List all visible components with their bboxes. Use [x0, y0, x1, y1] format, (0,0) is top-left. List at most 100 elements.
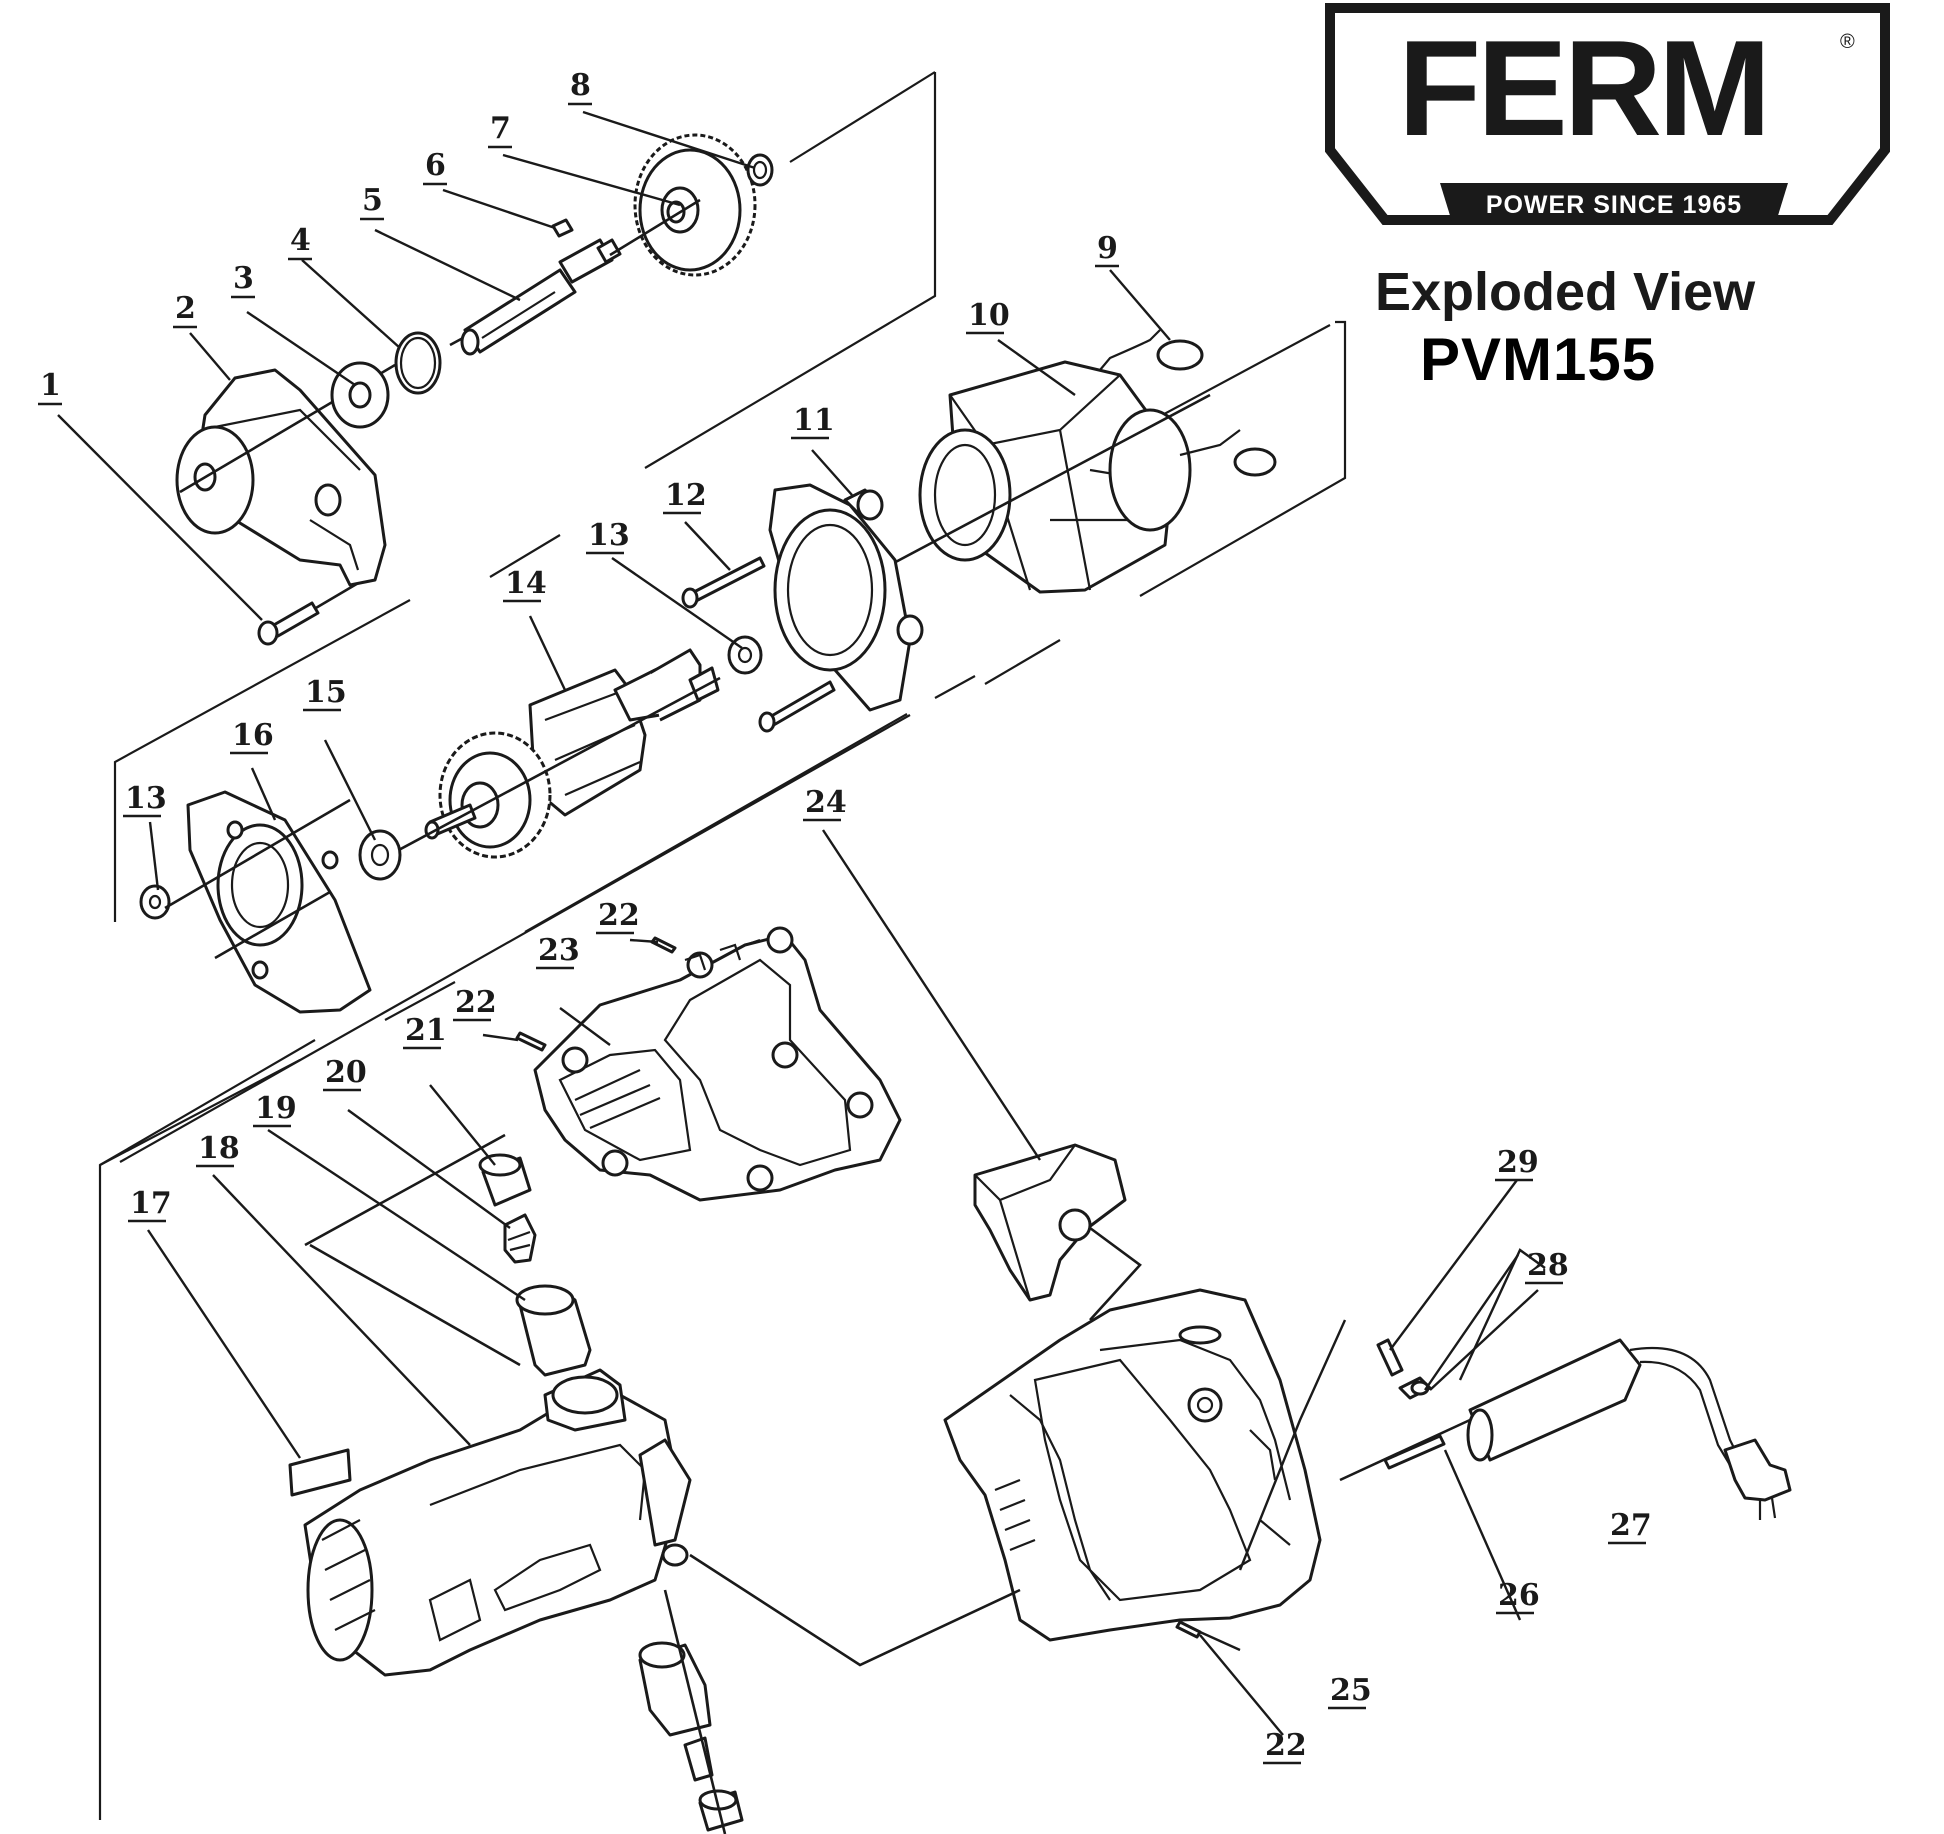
part-21-brush-cap-top — [478, 1153, 532, 1207]
part-22-screw-mid — [515, 1031, 547, 1052]
svg-text:2: 2 — [175, 291, 196, 326]
callout-19: 19 — [253, 1091, 297, 1128]
svg-text:3: 3 — [233, 261, 254, 296]
part-12-screws — [681, 556, 836, 733]
svg-text:15: 15 — [305, 675, 347, 710]
svg-text:19: 19 — [255, 1091, 297, 1126]
svg-text:13: 13 — [125, 781, 167, 816]
callout-16: 16 — [230, 718, 274, 755]
svg-text:9: 9 — [1097, 231, 1118, 266]
brush-axis-lower — [663, 1589, 727, 1834]
callout-22c: 22 — [1263, 1728, 1307, 1765]
callout-2: 2 — [173, 291, 197, 329]
svg-text:8: 8 — [570, 68, 591, 103]
svg-text:14: 14 — [505, 566, 547, 601]
part-10-stator — [889, 360, 1211, 594]
callout-6: 6 — [423, 148, 447, 186]
part-8-ring — [746, 153, 774, 187]
callout-22a: 22 — [596, 898, 640, 935]
svg-text:12: 12 — [665, 478, 707, 513]
part-22-screw-bottom — [1175, 1620, 1241, 1652]
svg-text:29: 29 — [1497, 1145, 1539, 1180]
callout-17: 17 — [128, 1186, 172, 1223]
callout-3: 3 — [231, 261, 255, 299]
svg-text:1: 1 — [40, 368, 61, 403]
part-19-brush-holder-top — [515, 1284, 592, 1377]
registered-mark: ® — [1840, 31, 1855, 53]
svg-text:26: 26 — [1498, 1578, 1540, 1613]
callout-13b: 13 — [123, 781, 167, 818]
svg-text:18: 18 — [198, 1131, 240, 1166]
part-17-label — [288, 1448, 352, 1497]
callout-12: 12 — [663, 478, 707, 515]
part-1-screw — [257, 580, 361, 646]
svg-text:22: 22 — [455, 985, 497, 1020]
part-23-gear-housing — [533, 926, 902, 1202]
ferm-logo: FERM ® POWER SINCE 1965 — [1325, 3, 1890, 225]
svg-text:6: 6 — [425, 148, 446, 183]
part-19-brush-holder-bottom — [638, 1641, 712, 1737]
part-26-cord-clamp — [1383, 1434, 1446, 1470]
svg-text:24: 24 — [805, 785, 847, 820]
part-4-circlip — [394, 331, 442, 395]
callout-26: 26 — [1496, 1578, 1540, 1615]
svg-text:23: 23 — [538, 933, 580, 968]
page-title: Exploded View — [1375, 262, 1756, 322]
part-2-gear-cover — [175, 363, 396, 587]
part-27-power-cord — [1339, 1338, 1792, 1520]
callout-25: 25 — [1328, 1673, 1372, 1710]
callout-23: 23 — [536, 933, 580, 970]
callout-29: 29 — [1495, 1145, 1539, 1182]
part-7-output-gear — [609, 133, 757, 277]
svg-text:20: 20 — [325, 1055, 367, 1090]
part-24-switch — [973, 1143, 1142, 1321]
callout-1: 1 — [38, 368, 62, 406]
part-21-brush-cap-bottom — [698, 1789, 744, 1832]
svg-text:28: 28 — [1527, 1248, 1569, 1283]
svg-text:17: 17 — [130, 1186, 172, 1221]
part-16-bearing-plate — [164, 790, 372, 1014]
callout-8: 8 — [568, 68, 592, 106]
callout-15: 15 — [303, 675, 347, 712]
svg-text:25: 25 — [1330, 1673, 1372, 1708]
part-3-bearing — [330, 361, 390, 429]
logo-tagline: POWER SINCE 1965 — [1486, 191, 1742, 219]
callouts: 1 2 3 4 5 6 7 8 9 10 11 12 13 13 14 15 1… — [38, 68, 1652, 1765]
svg-text:5: 5 — [362, 183, 383, 218]
part-13-washer-upper — [727, 635, 763, 675]
callout-7: 7 — [488, 111, 512, 149]
part-6-key — [551, 218, 574, 238]
part-13-washer-lower — [139, 884, 171, 920]
callout-5: 5 — [360, 183, 384, 221]
svg-text:10: 10 — [968, 298, 1010, 333]
callout-22b: 22 — [453, 985, 497, 1022]
part-5-output-shaft — [449, 238, 622, 356]
leader-lines — [57, 110, 1546, 1736]
part-18-motor-housing — [303, 1368, 1021, 1677]
brush-axis-guide — [304, 1133, 521, 1367]
part-28-cord-clip — [1398, 1376, 1432, 1400]
part-15-bearing — [358, 829, 402, 881]
svg-text:11: 11 — [793, 403, 835, 438]
model-number: PVM155 — [1420, 326, 1656, 393]
part-20-carbon-brush-top — [503, 1213, 537, 1264]
part-14-armature — [379, 648, 721, 862]
callout-21: 21 — [403, 1013, 447, 1050]
svg-text:16: 16 — [232, 718, 274, 753]
callout-4: 4 — [288, 223, 312, 261]
svg-text:22: 22 — [598, 898, 640, 933]
part-22-screw-top — [650, 936, 677, 954]
part-25-rear-handle — [943, 1288, 1322, 1642]
part-29-screw — [1376, 1338, 1404, 1377]
panel-frames — [98, 71, 1347, 1820]
callout-27: 27 — [1608, 1508, 1652, 1545]
svg-text:21: 21 — [405, 1013, 447, 1048]
svg-text:22: 22 — [1265, 1728, 1307, 1763]
callout-18: 18 — [196, 1131, 240, 1168]
svg-text:4: 4 — [290, 223, 311, 258]
svg-text:13: 13 — [588, 518, 630, 553]
callout-10: 10 — [966, 298, 1010, 335]
callout-20: 20 — [323, 1055, 367, 1092]
logo-text: FERM — [1398, 12, 1767, 164]
